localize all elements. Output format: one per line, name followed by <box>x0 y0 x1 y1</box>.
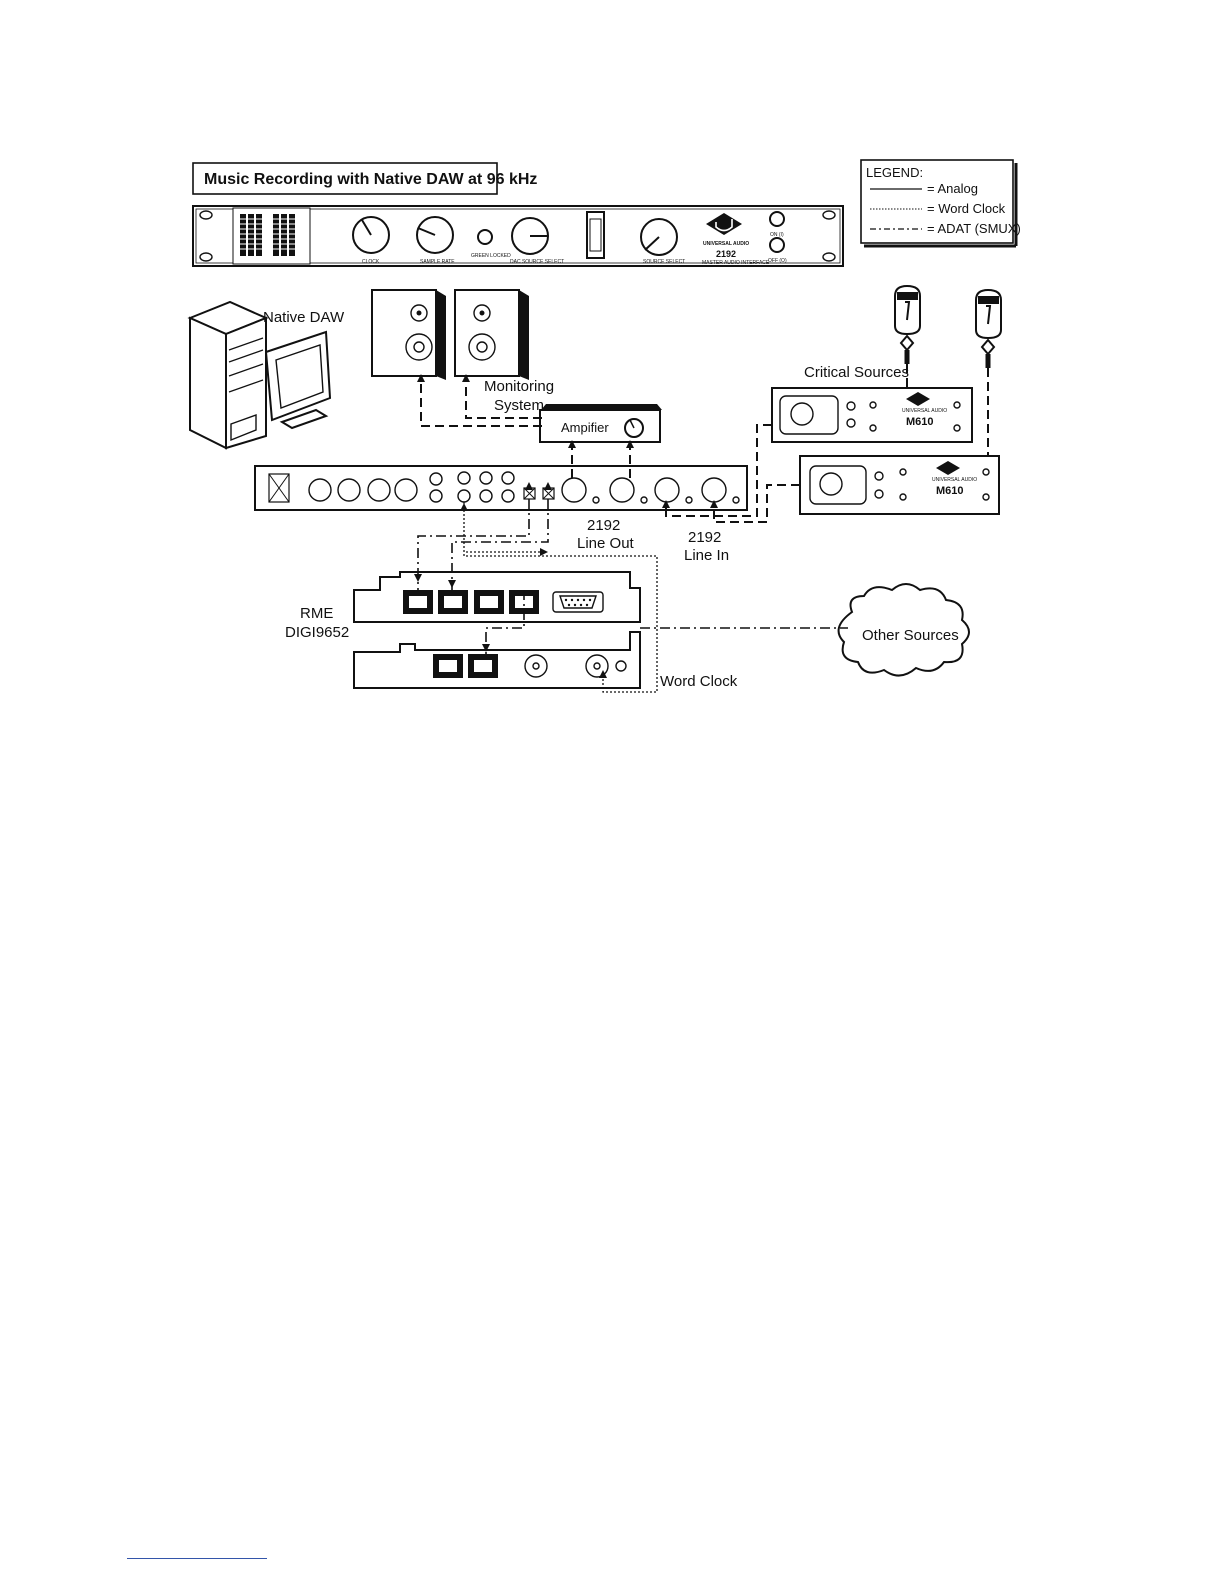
rme-card-adat <box>353 571 641 623</box>
microphone-1-icon <box>894 284 921 364</box>
rme2-bnc-connector-1 <box>524 654 548 678</box>
preamp2-brand: UNIVERSAL AUDIO <box>932 477 977 483</box>
native-daw-label: Native DAW <box>263 309 345 326</box>
aes-out-connector-2 <box>337 478 361 502</box>
preamp-m610-1: UNIVERSAL AUDIO M610 <box>771 387 973 443</box>
line-out-right-connector <box>609 477 635 503</box>
preamp1-model: M610 <box>906 416 934 428</box>
source-select-label: SOURCE SELECT <box>643 259 685 265</box>
line-out-label-line2: Line Out <box>577 535 635 552</box>
monitoring-label-line2: System <box>494 397 544 414</box>
dac-source-label: DAC SOURCE SELECT <box>510 259 564 265</box>
diagram-title: Music Recording with Native DAW at 96 kH… <box>204 171 537 188</box>
power-on-button <box>769 211 785 227</box>
title-box: Music Recording with Native DAW at 96 kH… <box>192 162 537 195</box>
speaker-right-icon <box>454 289 529 380</box>
green-locked-label: GREEN LOCKED <box>471 253 511 259</box>
other-sources-label: Other Sources <box>862 627 959 644</box>
sample-rate-label: SAMPLE RATE <box>420 259 455 265</box>
legend-wordclock-label: = Word Clock <box>927 201 1006 216</box>
meter-block <box>232 207 311 265</box>
legend-analog-label: = Analog <box>927 181 978 196</box>
monitoring-label-line1: Monitoring <box>484 378 554 395</box>
front-model: 2192 <box>716 249 736 259</box>
locked-led <box>477 229 493 245</box>
rme-serial-port <box>552 591 604 613</box>
word-clock-in-connector <box>457 471 471 485</box>
footer-rule <box>127 1558 267 1559</box>
preamp2-model: M610 <box>936 485 964 497</box>
power-off-label: OFF (O) <box>768 258 787 264</box>
other-sources-cloud-icon <box>837 583 970 677</box>
rme-label-line2: DIGI9652 <box>285 624 349 641</box>
computer-monitor-icon <box>264 330 332 430</box>
legend-adat-label: = ADAT (SMUX) <box>927 221 1021 236</box>
line-in-label-line2: Line In <box>684 547 729 564</box>
rme-label-line1: RME <box>300 605 333 622</box>
word-clock-connections <box>463 502 658 693</box>
aes-in-connector-2 <box>394 478 418 502</box>
rear-panel-2192 <box>254 465 748 511</box>
aes-in-connector-1 <box>367 478 391 502</box>
word-clock-label: Word Clock <box>660 673 738 690</box>
adat-arrowheads <box>414 482 552 652</box>
analog-arrowheads <box>417 374 718 508</box>
speaker-left-icon <box>371 289 446 380</box>
amplifier: Ampifier <box>539 404 662 443</box>
preamp1-brand: UNIVERSAL AUDIO <box>902 408 947 414</box>
aes-out-connector-1 <box>308 478 332 502</box>
preamp2-ua-logo-icon <box>936 461 960 475</box>
power-off-button <box>769 237 785 253</box>
clock-label: CLOCK <box>362 259 380 265</box>
preamp1-ua-logo-icon <box>906 392 930 406</box>
rme2-word-clock-bnc <box>585 654 609 678</box>
line-out-left-connector <box>561 477 587 503</box>
line-out-label-line1: 2192 <box>587 517 620 534</box>
preamp-m610-2: UNIVERSAL AUDIO M610 <box>799 455 1000 515</box>
legend-heading: LEGEND: <box>866 165 923 180</box>
spdif-in-connector <box>429 489 443 503</box>
front-brand: UNIVERSAL AUDIO <box>703 241 749 247</box>
critical-sources-label: Critical Sources <box>804 364 909 381</box>
front-panel-2192: CLOCK SAMPLE RATE GREEN LOCKED DAC SOURC… <box>192 205 844 267</box>
microphone-2-icon <box>975 288 1002 368</box>
legend: LEGEND: = Analog = Word Clock = ADAT (SM… <box>860 159 1021 248</box>
power-on-label: ON (I) <box>770 232 784 238</box>
computer-tower-icon <box>187 300 269 450</box>
ua-logo-icon <box>706 213 742 235</box>
front-subtitle: MASTER AUDIO INTERFACE <box>702 260 770 266</box>
wordclock-arrowheads <box>460 503 607 678</box>
rme-card-clock <box>353 631 641 689</box>
amplifier-label: Ampifier <box>561 420 609 435</box>
spdif-out-connector <box>429 472 443 486</box>
line-in-label-line1: 2192 <box>688 529 721 546</box>
adat-connections <box>417 499 848 654</box>
